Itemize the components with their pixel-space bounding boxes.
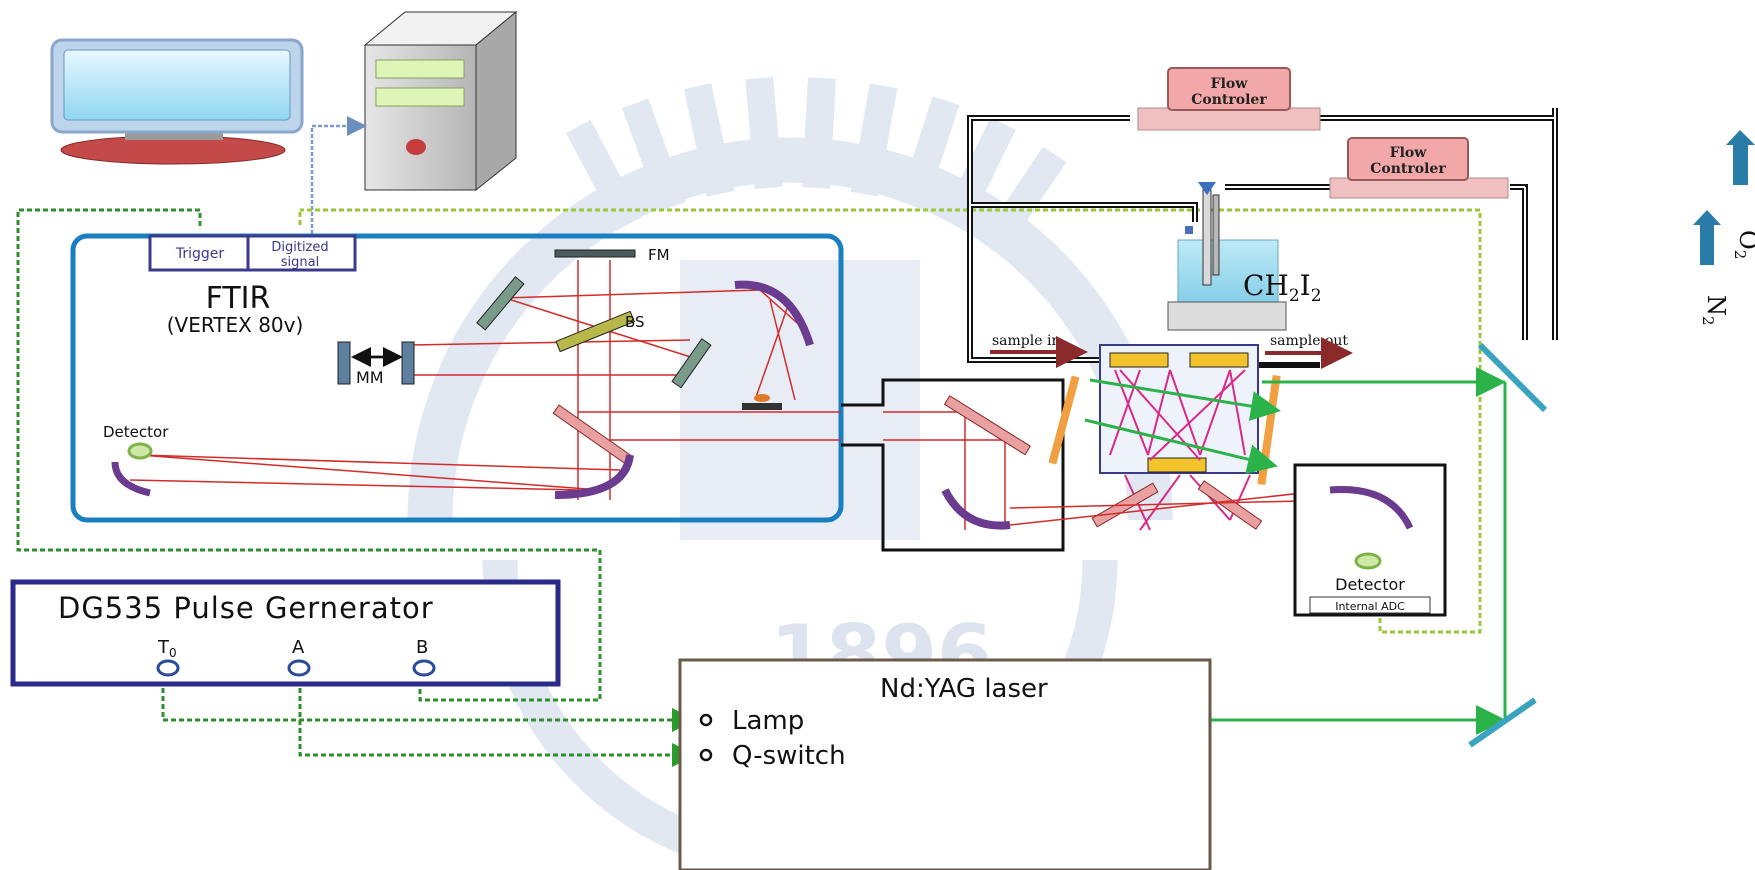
lamp-port [701,715,711,725]
monitor-icon [52,40,302,164]
sample-out-label: sample out [1270,333,1348,349]
detector-2-enclosure: Detector Internal ADC [1295,465,1445,615]
lamp-label: Lamp [732,706,804,736]
flow-controller-1-line2: Controler [1191,92,1267,108]
digitized-signal-cable [312,126,362,234]
mm-label: MM [356,368,384,387]
channel-b-port [414,661,434,675]
flow-controller-1: Flow Controler [1138,68,1320,130]
trigger-label: Trigger [175,246,225,262]
channel-t0-port [158,661,178,675]
ch2i2-label: CH2I2 [1243,269,1322,306]
channel-b-label: B [416,637,428,658]
signal-label: signal [281,255,319,270]
channel-a-label: A [292,637,305,658]
fm-label: FM [648,246,670,264]
detector-2-label: Detector [1335,575,1405,594]
pulse-generator-title: DG535 Pulse Gernerator [58,591,434,625]
n2-label: N2 [1699,295,1730,326]
laser-mirror-top [1480,345,1545,410]
flow-controller-1-line1: Flow [1211,76,1249,92]
internal-adc-label: Internal ADC [1335,600,1405,613]
o2-label: O2 [1731,230,1755,259]
sample-in-label: sample in [992,333,1060,349]
ftir-model: (VERTEX 80v) [167,313,304,337]
channel-a-port [289,661,309,675]
o2-inlet-arrow [1726,130,1755,185]
bs-label: BS [625,313,645,331]
pulse-generator: DG535 Pulse Gernerator T0 A B [13,582,558,684]
qswitch-label: Q-switch [732,741,846,771]
ftir-signal-ports: Trigger Digitized signal [150,236,355,270]
ftir-detector-label: Detector [103,423,169,441]
laser-title: Nd:YAG laser [880,674,1048,704]
ftir-title: FTIR [206,281,271,316]
n2-inlet-arrow [1693,210,1721,265]
flow-controller-2: Flow Controler [1330,138,1508,198]
flow-controller-2-line2: Controler [1370,161,1446,177]
computer-tower-icon [365,12,516,190]
ndyag-laser: Nd:YAG laser Lamp Q-switch [680,660,1210,870]
qswitch-port [701,750,711,760]
flow-controller-2-line1: Flow [1390,145,1428,161]
digitized-label: Digitized [271,240,328,255]
laser-mirror-bottom [1470,700,1535,745]
